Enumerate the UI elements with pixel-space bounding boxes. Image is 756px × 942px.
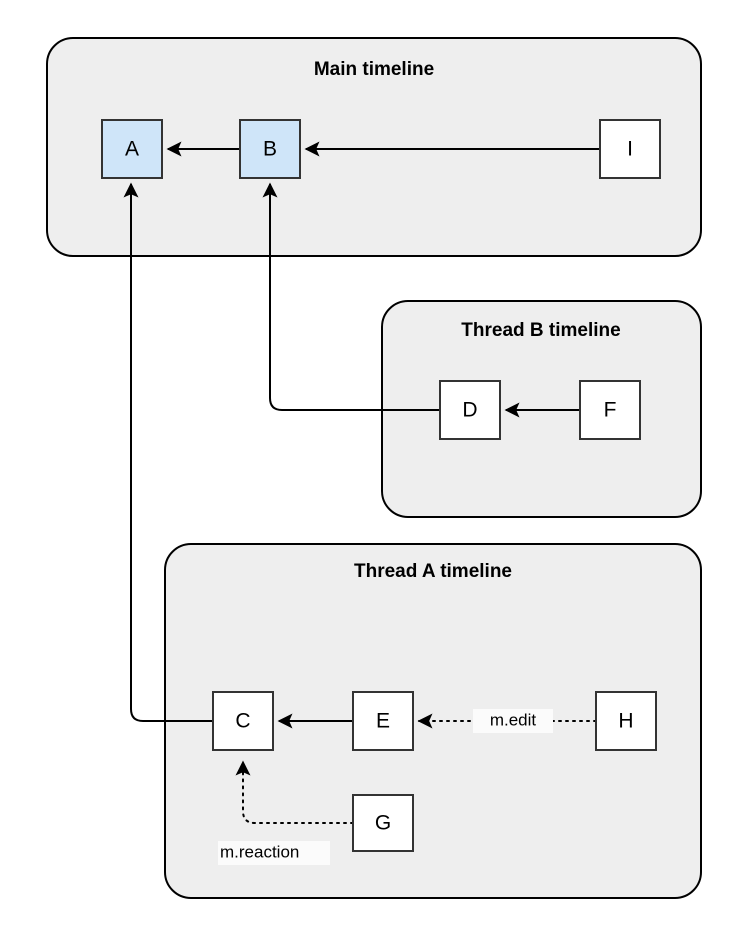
- container-title: Thread B timeline: [461, 320, 620, 341]
- node-box[interactable]: [239, 119, 301, 179]
- node-label: G: [375, 812, 391, 835]
- node-E[interactable]: E: [352, 691, 414, 751]
- nodes-layer: A B I D F C E H G: [101, 119, 661, 852]
- node-box[interactable]: [352, 691, 414, 751]
- node-box[interactable]: [599, 119, 661, 179]
- container-main-timeline: Main timeline: [46, 37, 702, 257]
- node-box[interactable]: [439, 380, 501, 440]
- node-label: F: [604, 399, 617, 422]
- node-B[interactable]: B: [239, 119, 301, 179]
- node-I[interactable]: I: [599, 119, 661, 179]
- node-box[interactable]: [212, 691, 274, 751]
- node-label: H: [618, 710, 633, 733]
- edge-label-background: [473, 709, 553, 733]
- edges-layer: [123, 141, 600, 824]
- node-box[interactable]: [352, 794, 414, 852]
- node-label: I: [627, 138, 633, 161]
- node-C[interactable]: C: [212, 691, 274, 751]
- node-label: E: [376, 710, 390, 733]
- edge-labels-layer: m.edit m.reaction: [218, 709, 553, 865]
- edge-label-group: m.reaction: [218, 841, 330, 865]
- node-label: C: [235, 710, 250, 733]
- node-H[interactable]: H: [595, 691, 657, 751]
- container-title: Main timeline: [314, 59, 434, 80]
- edge-D-to-B: [262, 182, 440, 411]
- node-label: D: [462, 399, 477, 422]
- edge-C-to-A: [123, 182, 213, 722]
- node-D[interactable]: D: [439, 380, 501, 440]
- node-G[interactable]: G: [352, 794, 414, 852]
- container-shape: [46, 37, 702, 257]
- edge-label-background: [218, 841, 330, 865]
- node-label: A: [125, 138, 139, 161]
- node-box[interactable]: [595, 691, 657, 751]
- edge-label-group: m.edit: [473, 709, 553, 733]
- edge-label-text: m.edit: [490, 710, 537, 729]
- edge-label-text: m.reaction: [220, 842, 299, 861]
- node-label: B: [263, 138, 277, 161]
- node-box[interactable]: [579, 380, 641, 440]
- node-F[interactable]: F: [579, 380, 641, 440]
- edge-G-to-C: [235, 760, 354, 824]
- node-A[interactable]: A: [101, 119, 163, 179]
- node-box[interactable]: [101, 119, 163, 179]
- container-title: Thread A timeline: [354, 561, 512, 582]
